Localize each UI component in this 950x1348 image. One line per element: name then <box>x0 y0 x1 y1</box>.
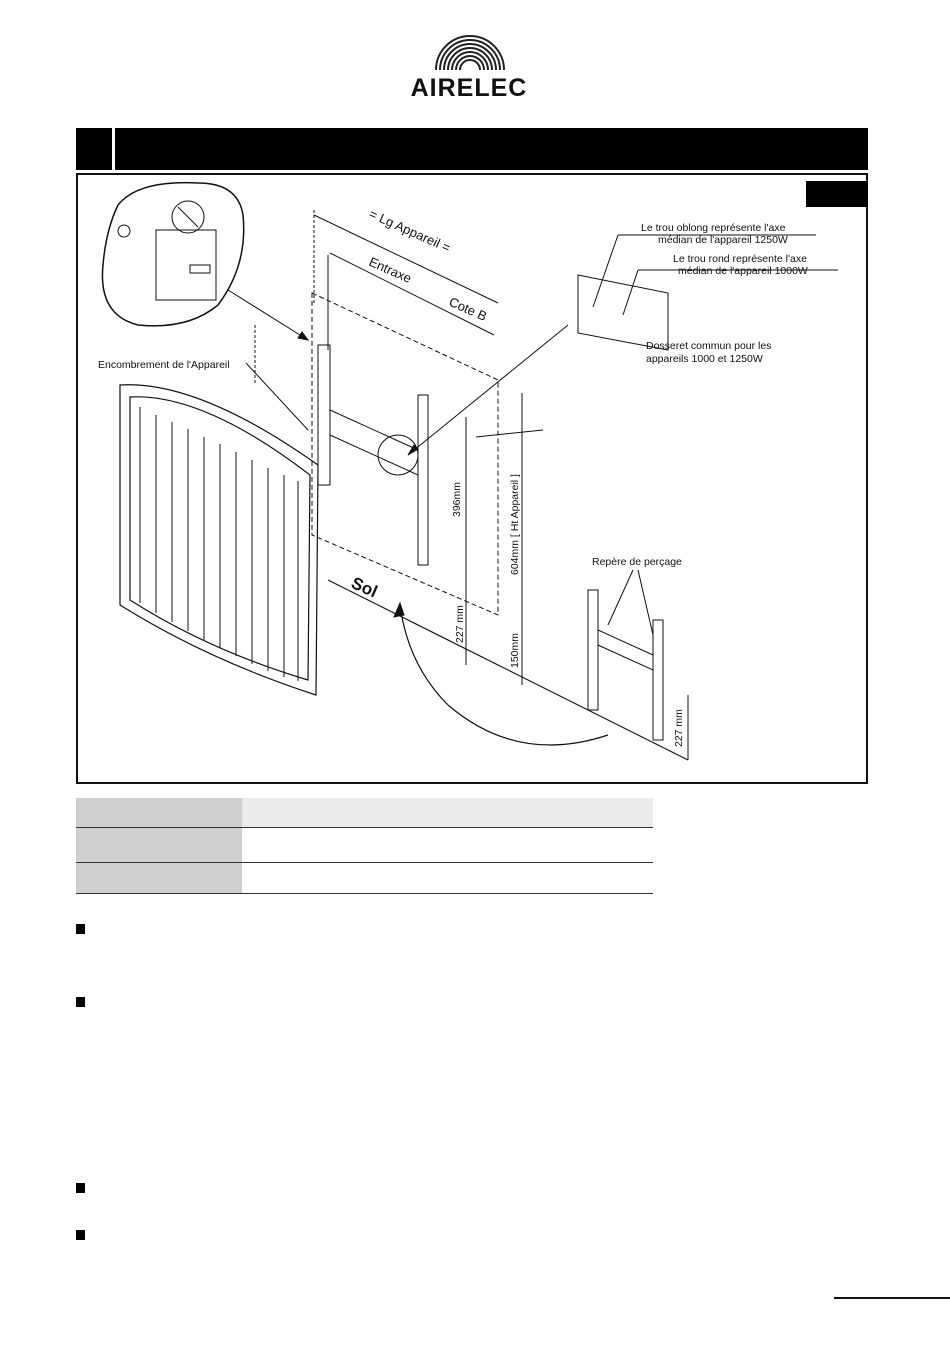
label-encombrement: Encombrement de l'Appareil <box>98 359 230 371</box>
label-trou-rond-2: médian de l'appareil 1000W <box>678 265 808 277</box>
table-key-cell <box>76 862 242 894</box>
label-repere-percage: Repère de perçage <box>592 556 682 568</box>
label-dosseret-2: appareils 1000 et 1250W <box>646 353 763 365</box>
label-lg-appareil: = Lg Appareil = <box>367 206 453 255</box>
section-number-box <box>76 128 115 170</box>
section-title-bar <box>76 128 868 170</box>
label-trou-rond-1: Le trou rond représente l'axe <box>673 253 807 265</box>
label-dim-604: 604mm [ Ht Appareil ] <box>509 474 521 575</box>
bullet-square-icon <box>76 1183 85 1193</box>
radiator-drawing <box>119 384 319 696</box>
label-trou-oblong-2: médian de l'appareil 1250W <box>658 234 788 246</box>
label-dim-150: 150mm <box>509 633 521 668</box>
bullet-square-icon <box>76 997 85 1007</box>
detail-bubble <box>101 181 245 327</box>
table-key-cell <box>76 827 242 863</box>
label-sol: Sol <box>348 573 380 601</box>
table-row <box>76 862 653 894</box>
bullet-square-icon <box>76 924 85 934</box>
label-trou-oblong-1: Le trou oblong représente l'axe <box>641 222 786 234</box>
label-dosseret-1: Dosseret commun pour les <box>646 340 771 352</box>
table-row <box>76 827 653 863</box>
table-value-cell <box>242 798 653 828</box>
brand-name: AIRELEC <box>410 74 528 102</box>
label-dim-227-right: 227 mm <box>673 709 685 747</box>
footer-rule <box>834 1297 950 1299</box>
spec-table <box>76 798 653 894</box>
table-value-cell <box>242 827 653 863</box>
table-key-cell <box>76 798 242 828</box>
label-dim-396: 396mm <box>451 482 463 517</box>
label-dim-227: 227 mm <box>454 605 466 643</box>
bullet-square-icon <box>76 1230 85 1240</box>
installation-diagram: Encombrement de l'Appareil = Lg Appareil… <box>98 181 838 761</box>
table-row <box>76 798 653 828</box>
logo-arcs-icon <box>435 35 505 71</box>
table-value-cell <box>242 862 653 894</box>
label-cote-b: Cote B <box>447 294 489 324</box>
installation-figure-frame <box>76 173 868 784</box>
figure-tab <box>806 181 868 207</box>
brand-logo <box>380 34 560 106</box>
